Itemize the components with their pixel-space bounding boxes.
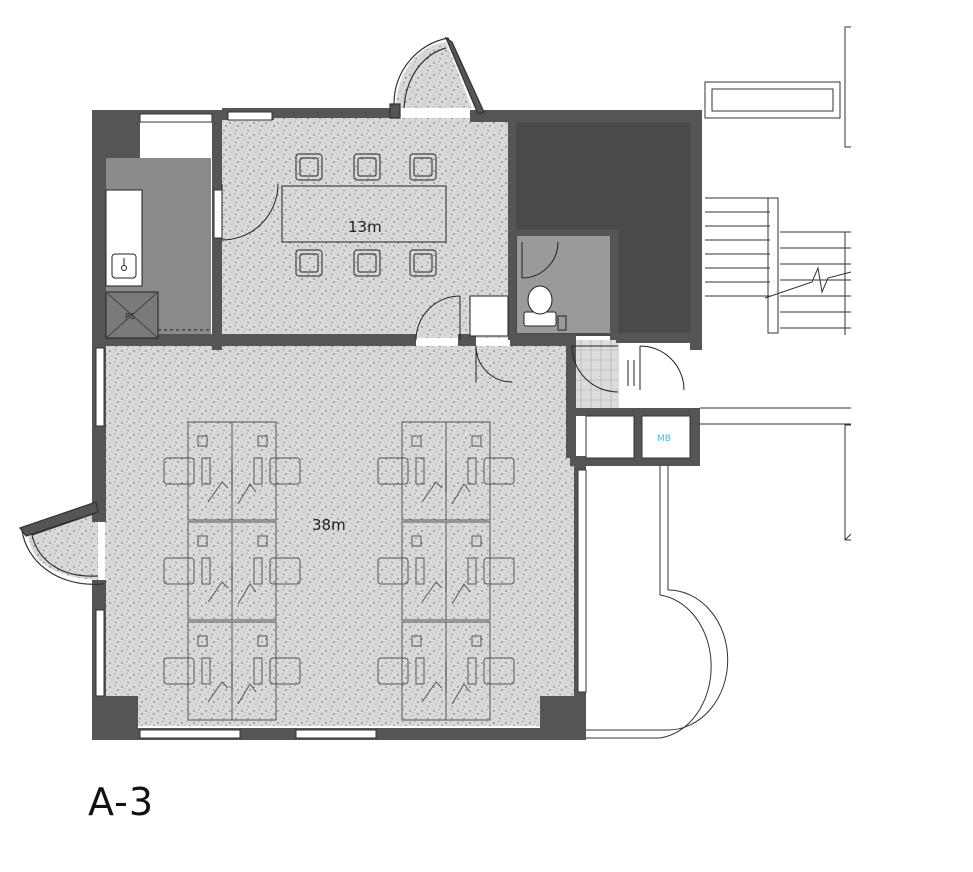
chair xyxy=(295,153,323,181)
chair-arm xyxy=(201,457,211,485)
chair-arm xyxy=(467,457,477,485)
monitor-icon xyxy=(411,535,422,547)
chair xyxy=(377,657,409,685)
desk-cluster xyxy=(377,621,515,721)
chair xyxy=(163,657,195,685)
chair-arm xyxy=(253,457,263,485)
chair-arm xyxy=(253,657,263,685)
lamp-icon xyxy=(207,681,229,703)
chair xyxy=(269,457,301,485)
meeting-table xyxy=(281,185,447,243)
openings xyxy=(95,111,587,739)
chair-arm xyxy=(201,557,211,585)
pipe-shaft-label: PS xyxy=(125,312,135,321)
lamp-icon xyxy=(237,483,257,505)
storage-box xyxy=(585,415,635,459)
chair-arm xyxy=(415,657,425,685)
monitor-icon xyxy=(411,435,422,447)
chair-arm xyxy=(415,457,425,485)
balcony xyxy=(586,462,729,739)
lamp-icon xyxy=(421,481,443,503)
chair xyxy=(163,557,195,585)
monitor-icon xyxy=(197,535,208,547)
chair xyxy=(377,457,409,485)
chair xyxy=(353,153,381,181)
meter-box xyxy=(641,415,691,459)
lamp-icon xyxy=(451,483,471,505)
entrance-bay xyxy=(19,501,105,585)
lamp-icon xyxy=(421,681,443,703)
monitor-icon xyxy=(471,635,482,647)
monitor-icon xyxy=(257,435,268,447)
lamp-icon xyxy=(207,581,229,603)
chair-arm xyxy=(467,657,477,685)
monitor-icon xyxy=(257,535,268,547)
lamp-icon xyxy=(451,683,471,705)
chair xyxy=(353,249,381,277)
meeting-room-bay-floor xyxy=(396,42,472,108)
desk-cluster xyxy=(163,521,301,621)
monitor-icon xyxy=(471,435,482,447)
monitor-icon xyxy=(197,435,208,447)
chair-arm xyxy=(467,557,477,585)
lamp-icon xyxy=(237,583,257,605)
entrance-bay-floor xyxy=(28,506,98,580)
lamp-icon xyxy=(451,583,471,605)
office-room-area-label: 38m xyxy=(312,516,346,534)
chair xyxy=(409,153,437,181)
chair xyxy=(483,557,515,585)
doors xyxy=(221,183,685,393)
meeting-furniture xyxy=(281,153,447,277)
corridor-grid xyxy=(571,340,619,410)
desk-cluster xyxy=(377,521,515,621)
chair-arm xyxy=(415,557,425,585)
chair xyxy=(483,457,515,485)
desk-cluster xyxy=(163,621,301,721)
lamp-icon xyxy=(207,481,229,503)
desk-clusters xyxy=(163,421,515,721)
bay-window-top xyxy=(389,36,485,119)
toilet-icon xyxy=(523,285,567,331)
chair xyxy=(377,557,409,585)
plan-title: A-3 xyxy=(88,780,155,824)
desk-cluster xyxy=(377,421,515,521)
meter-box-label: MB xyxy=(657,434,671,444)
kitchen-fixtures: PS xyxy=(105,189,212,339)
office-room-floor xyxy=(105,346,575,726)
chair xyxy=(295,249,323,277)
chair xyxy=(269,557,301,585)
chair-arm xyxy=(201,657,211,685)
meeting-room-area-label: 13m xyxy=(348,218,382,236)
lamp-icon xyxy=(237,683,257,705)
monitor-icon xyxy=(411,635,422,647)
staircase xyxy=(700,26,852,541)
monitor-icon xyxy=(197,635,208,647)
chair xyxy=(269,657,301,685)
lamp-icon xyxy=(421,581,443,603)
chair xyxy=(409,249,437,277)
chair xyxy=(163,457,195,485)
monitor-icon xyxy=(257,635,268,647)
corridor-tiles xyxy=(571,340,619,410)
desk-cluster xyxy=(163,421,301,521)
chair xyxy=(483,657,515,685)
chair-arm xyxy=(253,557,263,585)
monitor-icon xyxy=(471,535,482,547)
